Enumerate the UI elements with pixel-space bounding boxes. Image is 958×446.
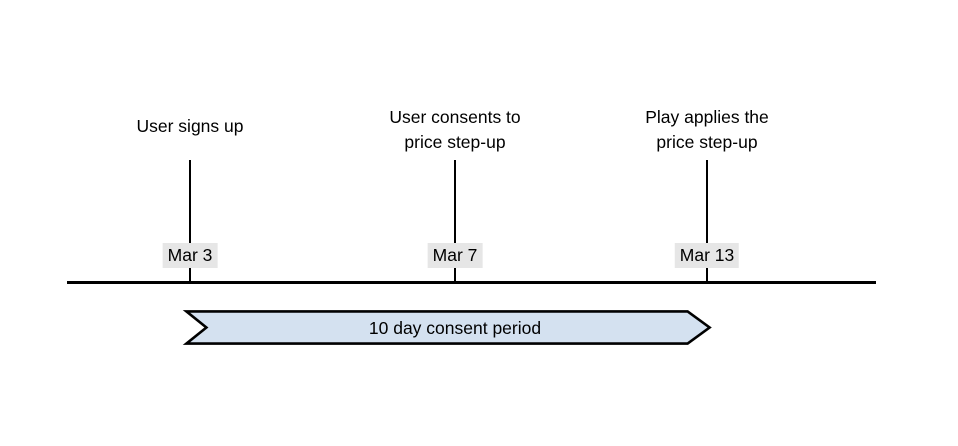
event-label-consent: User consents to price step-up	[389, 107, 521, 152]
date-chip-apply: Mar 13	[674, 243, 740, 268]
arrow-polygon	[182, 310, 712, 345]
event-label-apply: Play applies the price step-up	[645, 107, 769, 152]
tick-line-apply	[706, 160, 708, 284]
date-chip-signup: Mar 3	[162, 243, 218, 268]
timeline-axis	[67, 281, 876, 284]
consent-period-banner: 10 day consent period	[182, 310, 712, 345]
tick-line-signup	[189, 160, 191, 284]
consent-period-arrow-shape	[182, 310, 712, 345]
tick-line-consent	[454, 160, 456, 284]
event-label-signup: User signs up	[136, 116, 244, 136]
date-chip-consent: Mar 7	[427, 243, 483, 268]
